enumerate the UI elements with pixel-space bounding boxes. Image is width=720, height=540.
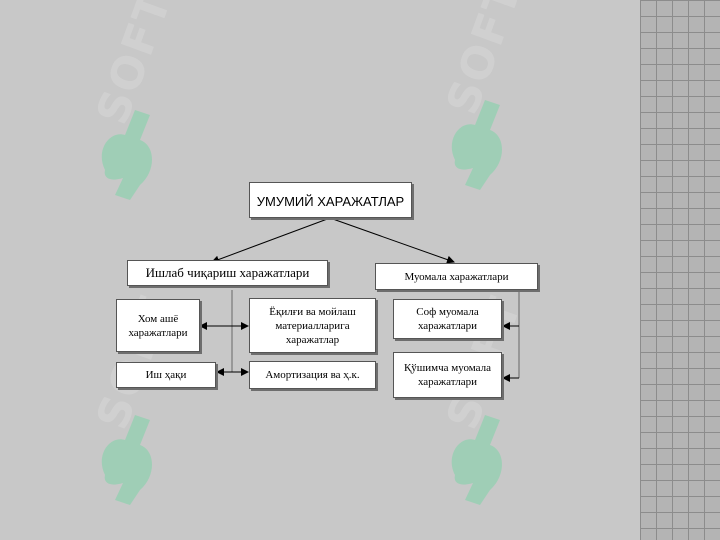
soft-logo-icon — [451, 415, 503, 505]
watermark: SOFT — [437, 0, 605, 200]
fuel-lubricants-node: Ёқилғи ва мойлаш материалларига харажатл… — [249, 298, 376, 353]
wages-node: Иш ҳақи — [116, 362, 216, 388]
connector-root-left — [211, 217, 331, 264]
slide: SOFT SOFT SOFT SOFT — [87, 0, 605, 515]
watermark: SOFT — [87, 290, 255, 515]
soft-logo-icon — [101, 110, 153, 200]
diagram-connectors — [199, 217, 520, 382]
watermark: SOFT — [87, 0, 255, 210]
side-grid-pattern — [640, 0, 720, 540]
soft-logo-icon — [451, 100, 503, 190]
raw-materials-node: Хом ашё харажатлари — [116, 299, 200, 352]
net-circulation-node: Соф муомала харажатлари — [393, 299, 502, 339]
soft-logo-icon — [101, 415, 153, 505]
circulation-costs-node: Муомала харажатлари — [375, 263, 538, 290]
root-node: УМУМИЙ ХАРАЖАТЛАР — [249, 182, 412, 218]
production-costs-node: Ишлаб чиқариш харажатлари — [127, 260, 328, 286]
watermark: SOFT — [437, 290, 605, 515]
connector-root-right — [329, 217, 455, 264]
extra-circulation-node: Қўшимча муомала харажатлари — [393, 352, 502, 398]
depreciation-node: Амортизация ва ҳ.к. — [249, 361, 376, 389]
